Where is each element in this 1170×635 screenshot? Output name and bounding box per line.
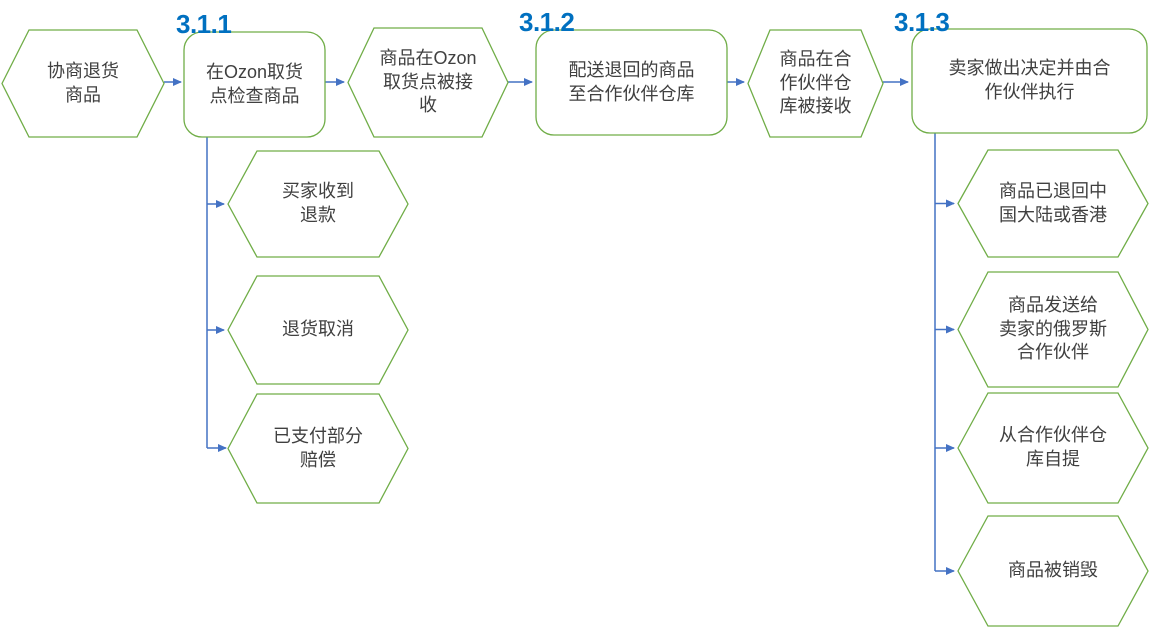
node-label-received-at-pickup: 商品在Ozon 取货点被接 收 bbox=[379, 47, 477, 116]
node-label-received-at-partner: 商品在合 作伙伴仓 库被接收 bbox=[779, 48, 852, 117]
step-label-3-1-2: 3.1.2 bbox=[519, 7, 575, 37]
hexagon-return-cancelled bbox=[227, 275, 409, 385]
hexagon-received-at-pickup bbox=[347, 27, 509, 138]
hexagon-destroyed bbox=[957, 515, 1149, 627]
node-label-seller-decision: 卖家做出决定并由合 作伙伴执行 bbox=[948, 58, 1111, 102]
node-label-partial-compensation: 已支付部分 赔偿 bbox=[273, 425, 363, 470]
node-label-negotiate-return: 协商退货 商品 bbox=[47, 60, 119, 105]
hexagon-partial-compensation bbox=[227, 393, 409, 504]
process-box-check-at-pickup bbox=[183, 31, 326, 138]
node-label-returned-to-china: 商品已退回中 国大陆或香港 bbox=[999, 180, 1107, 225]
node-label-sent-to-russian-partner: 商品发送给 卖家的俄罗斯 合作伙伴 bbox=[999, 294, 1107, 363]
process-box-seller-decision bbox=[911, 28, 1148, 134]
node-label-buyer-refunded: 买家收到 退款 bbox=[282, 181, 354, 225]
node-label-return-cancelled: 退货取消 bbox=[282, 319, 354, 340]
node-label-check-at-pickup: 在Ozon取货 点检查商品 bbox=[205, 61, 304, 106]
hexagon-negotiate-return bbox=[1, 29, 165, 138]
hexagon-pickup-from-partner-warehouse bbox=[957, 392, 1149, 504]
node-label-deliver-to-partner: 配送退回的商品 至合作伙伴仓库 bbox=[568, 59, 695, 104]
step-label-3-1-3: 3.1.3 bbox=[894, 7, 950, 37]
step-label-3-1-1: 3.1.1 bbox=[176, 9, 232, 39]
hexagon-sent-to-russian-partner bbox=[957, 271, 1149, 388]
process-box-deliver-to-partner bbox=[535, 29, 728, 136]
hexagon-received-at-partner bbox=[747, 29, 884, 138]
node-label-destroyed: 商品被销毁 bbox=[1008, 560, 1098, 581]
hexagon-buyer-refunded bbox=[227, 150, 409, 258]
hexagon-returned-to-china bbox=[957, 149, 1149, 258]
node-label-pickup-from-partner-warehouse: 从合作伙伴仓 库自提 bbox=[999, 425, 1107, 469]
